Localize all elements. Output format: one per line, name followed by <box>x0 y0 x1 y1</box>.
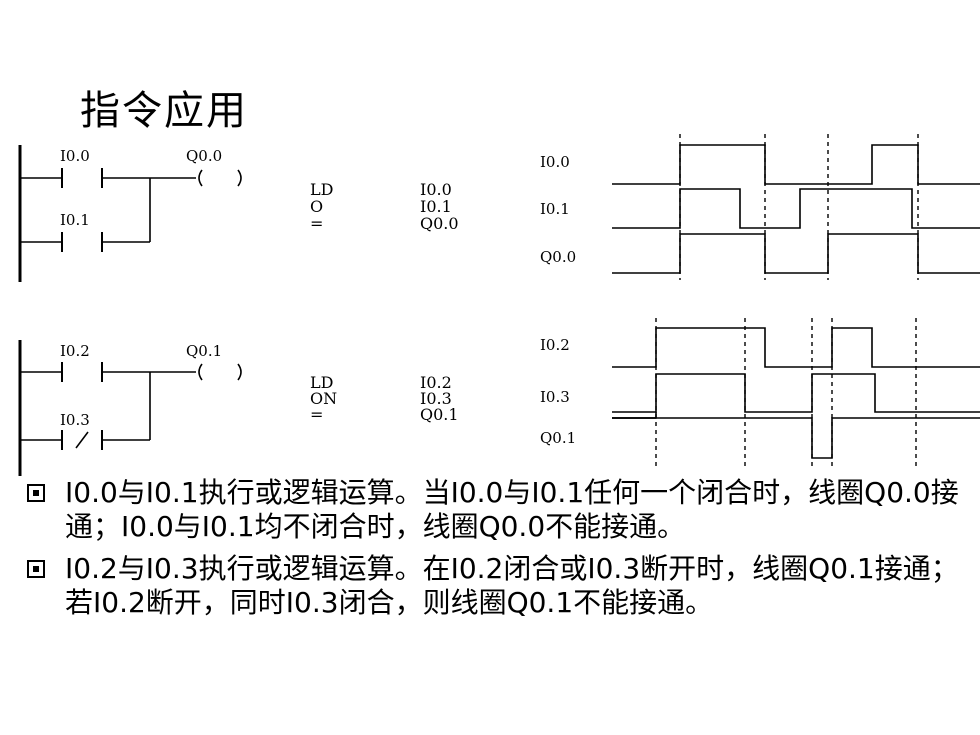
bullet-list: I0.0与I0.1执行或逻辑运算。当I0.0与I0.1任何一个闭合时，线圈Q0.… <box>25 476 975 628</box>
il1-op-2: O <box>310 197 323 216</box>
bullet-text: I0.0与I0.1执行或逻辑运算。当I0.0与I0.1任何一个闭合时，线圈Q0.… <box>65 476 959 543</box>
bullet-text: I0.2与I0.3执行或逻辑运算。在I0.2闭合或I0.3断开时，线圈Q0.1接… <box>65 552 959 619</box>
il2-operand-3: Q0.1 <box>420 405 459 424</box>
bullet-square-icon <box>27 484 45 502</box>
il2-operand-2: I0.3 <box>420 389 452 408</box>
il1-operand-2: I0.1 <box>420 197 452 216</box>
il2-op-2: ON <box>310 389 337 408</box>
ladder2-coil-label: Q0.1 <box>186 342 222 360</box>
ladder1-coil-label: Q0.0 <box>186 147 222 165</box>
ladder-diagram-2 <box>18 340 242 476</box>
il2-op-1: LD <box>310 373 333 392</box>
bullet-item: I0.2与I0.3执行或逻辑运算。在I0.2闭合或I0.3断开时，线圈Q0.1接… <box>25 552 975 620</box>
ladder1-contact-b-label: I0.1 <box>60 211 90 229</box>
ladder1-contact-a-label: I0.0 <box>60 147 90 165</box>
timing1-signal-1: I0.0 <box>540 153 570 171</box>
ladder-and-timing-diagrams: I0.0 I0.1 Q0.0 LD O = I0.0 I0.1 Q0.0 I0.… <box>18 134 980 476</box>
timing1-signal-3: Q0.0 <box>540 248 576 266</box>
timing1-signal-2: I0.1 <box>540 200 570 218</box>
timing2-signal-2: I0.3 <box>540 388 570 406</box>
timing-diagram-1 <box>612 134 980 280</box>
il1-operand-3: Q0.0 <box>420 214 459 233</box>
il2-operand-1: I0.2 <box>420 373 452 392</box>
ladder-diagram-1 <box>18 145 242 282</box>
il1-op-1: LD <box>310 180 333 199</box>
wave-q00 <box>612 233 980 274</box>
bullet-item: I0.0与I0.1执行或逻辑运算。当I0.0与I0.1任何一个闭合时，线圈Q0.… <box>25 476 975 544</box>
il1-op-3: = <box>310 214 323 233</box>
ladder2-contact-b-label: I0.3 <box>60 411 90 429</box>
page-title: 指令应用 <box>80 88 248 134</box>
il2-op-3: = <box>310 405 323 424</box>
bullet-square-icon <box>27 560 45 578</box>
timing2-signal-1: I0.2 <box>540 336 570 354</box>
il1-operand-1: I0.0 <box>420 180 452 199</box>
ladder2-contact-a-label: I0.2 <box>60 342 90 360</box>
wave-i01 <box>612 188 980 229</box>
timing-diagram-2 <box>612 318 980 468</box>
wave-i03 <box>612 373 980 413</box>
wave-i02 <box>612 327 980 368</box>
wave-q01 <box>656 417 980 459</box>
wave-i00 <box>612 144 980 185</box>
timing2-signal-3: Q0.1 <box>540 429 576 447</box>
